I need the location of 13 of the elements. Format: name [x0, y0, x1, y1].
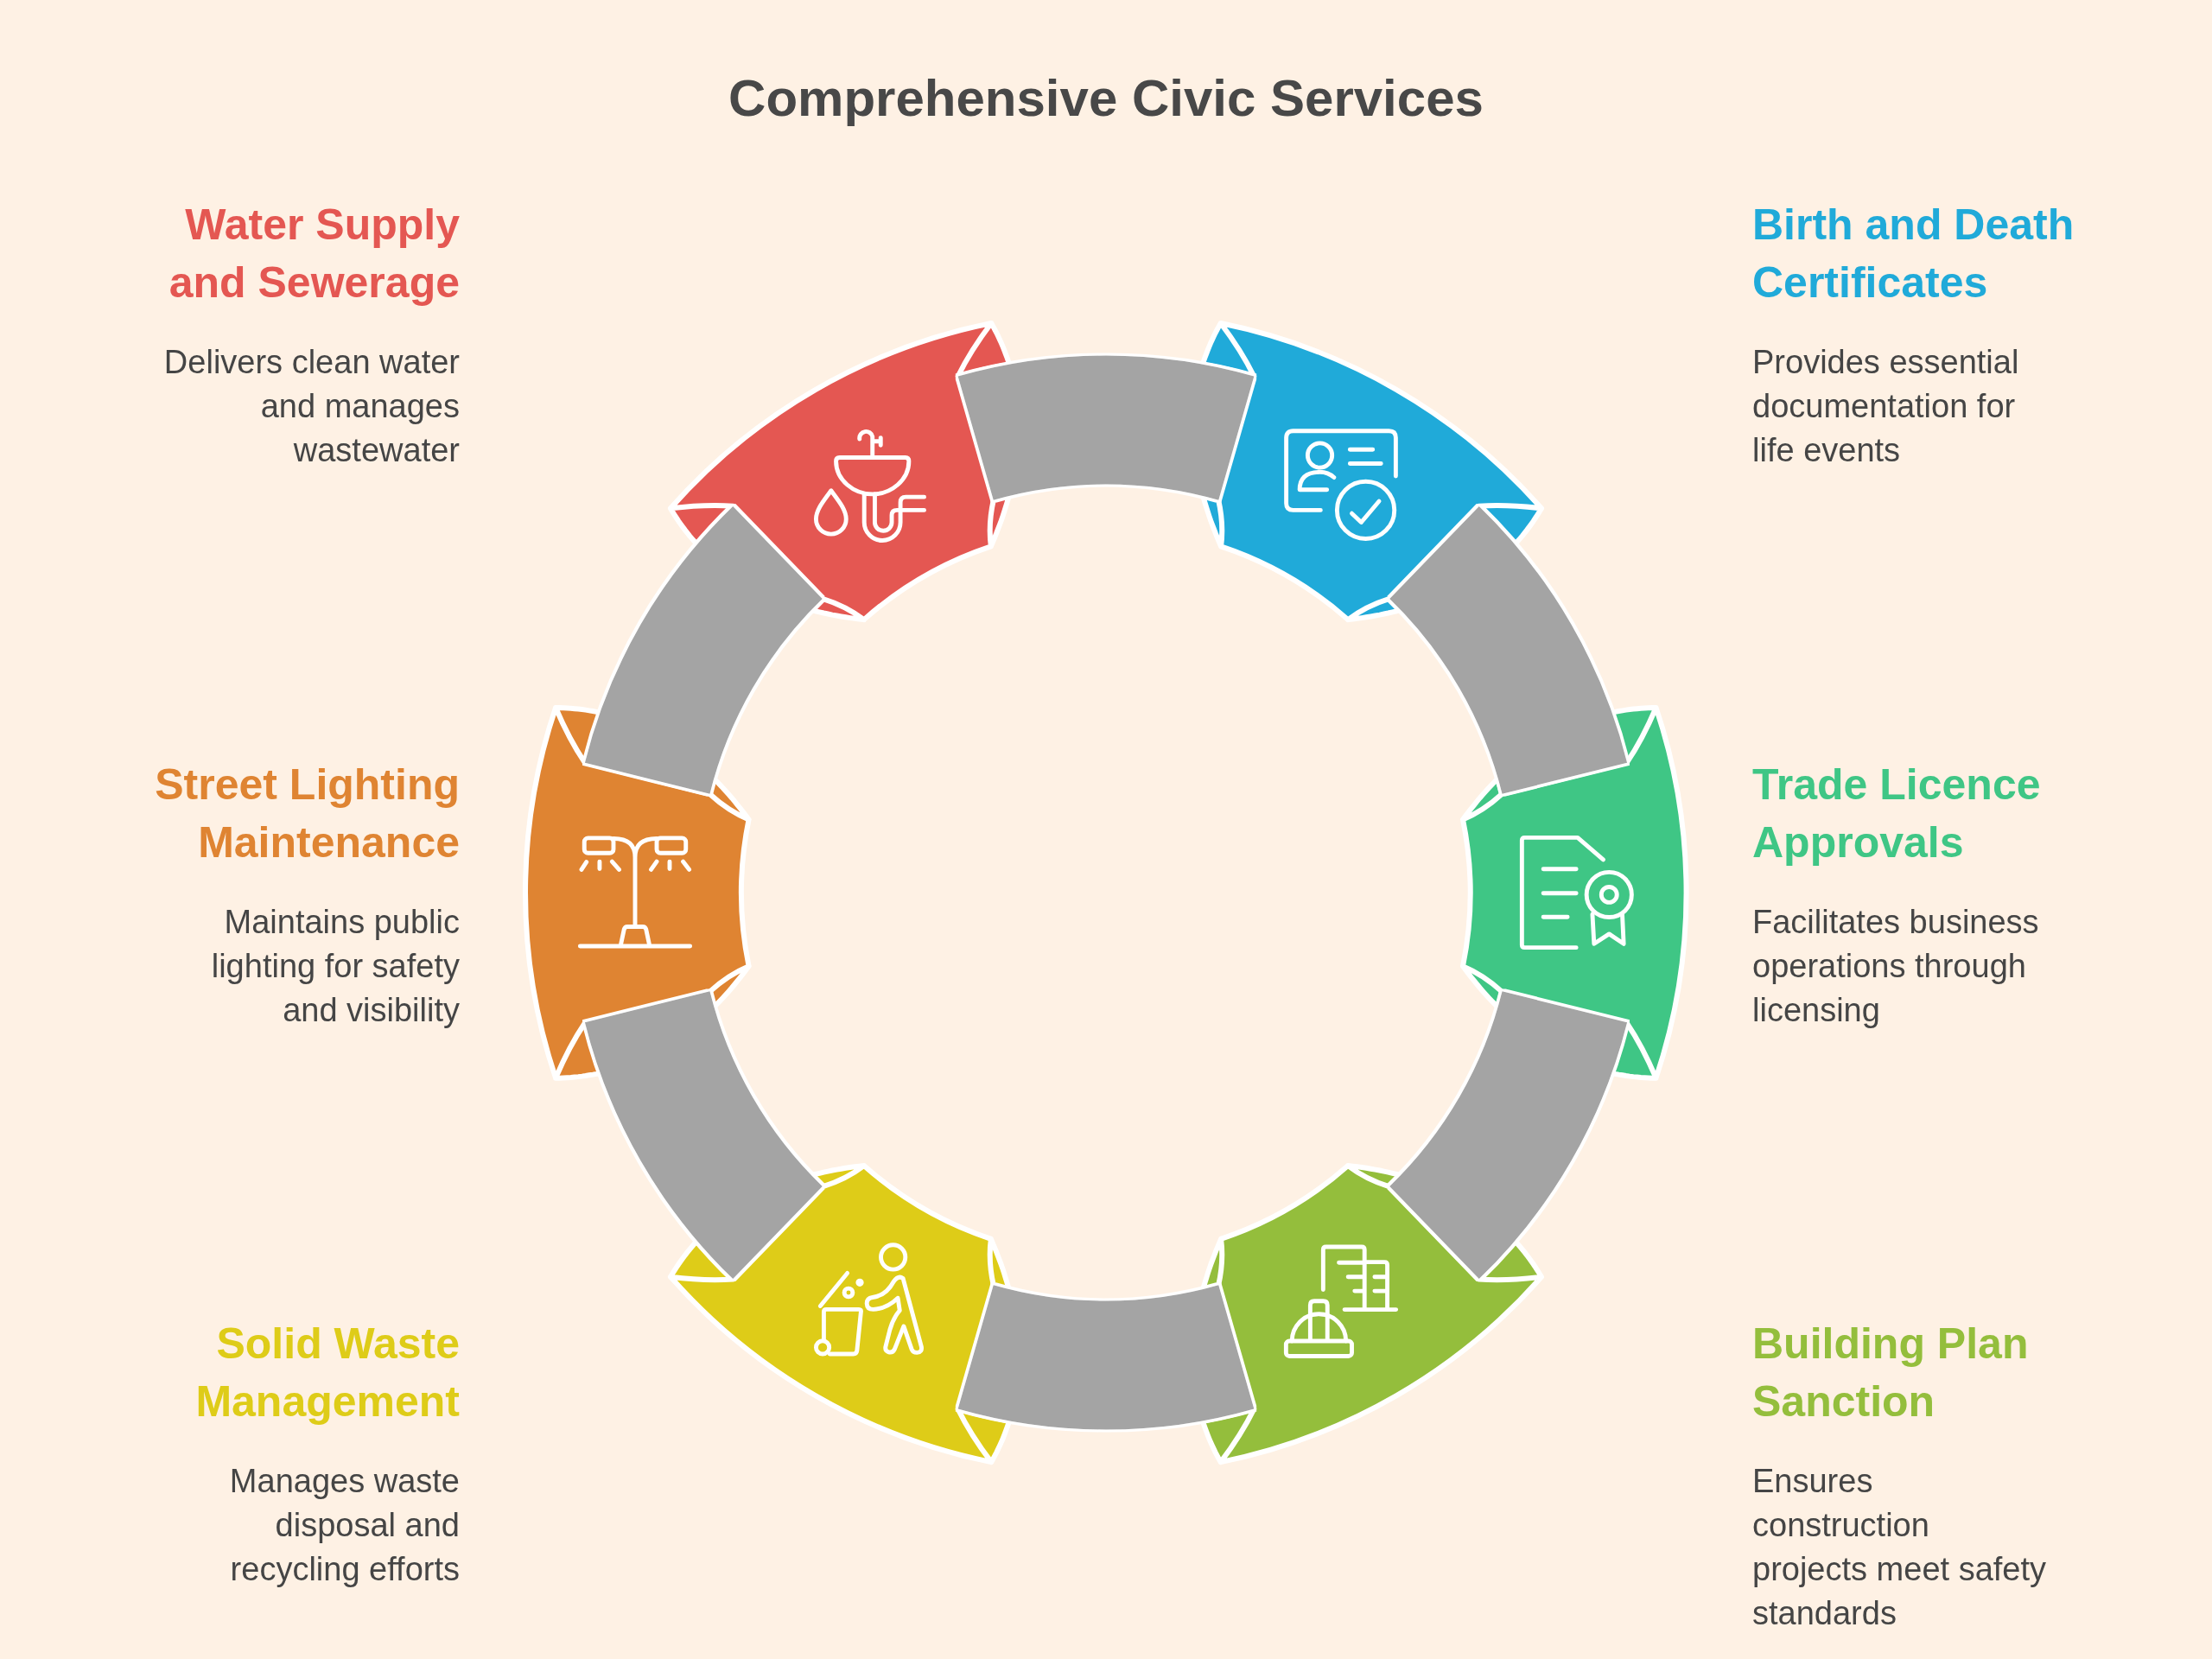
service-heading: Building Plan Sanction	[1752, 1319, 2030, 1427]
diagram-title: Comprehensive Civic Services	[728, 68, 1484, 129]
service-heading: Water Supply and Sewerage	[168, 200, 460, 308]
service-heading: Solid Waste Management	[194, 1319, 460, 1427]
service-heading: Birth and Death Certificates	[1752, 200, 2075, 308]
service-heading: Street Lighting Maintenance	[154, 760, 460, 868]
service-description: Ensures construction projects meet safety standards	[1752, 1462, 2048, 1633]
service-description: Maintains public lighting for safety and visibility	[210, 903, 460, 1030]
service-description: Delivers clean water and manages wastewater	[162, 343, 460, 470]
service-description: Provides essential documentation for life events	[1752, 343, 2020, 470]
service-heading: Trade Licence Approvals	[1752, 760, 2042, 868]
service-description: Manages waste disposal and recycling efforts	[228, 1462, 460, 1589]
service-description: Facilitates business operations through licensing	[1752, 903, 2040, 1030]
